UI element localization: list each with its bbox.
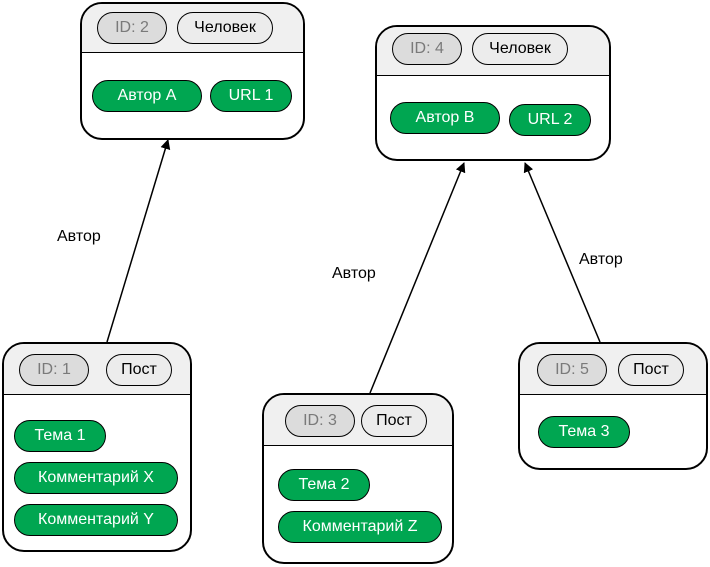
property-pill: URL 1 bbox=[210, 80, 292, 112]
edge-n5-n4 bbox=[523, 162, 601, 343]
node-type-badge: Пост bbox=[361, 405, 427, 437]
node-post-3[interactable]: ID: 3 Пост Тема 2 Комментарий Z bbox=[262, 393, 454, 564]
node-id-badge: ID: 5 bbox=[537, 354, 607, 386]
property-pill: Тема 1 bbox=[14, 420, 106, 452]
property-pill: URL 2 bbox=[509, 104, 591, 136]
node-id-badge: ID: 3 bbox=[285, 405, 355, 437]
property-pill: Тема 3 bbox=[538, 416, 630, 448]
property-pill: Комментарий Y bbox=[14, 504, 178, 536]
node-id-badge: ID: 1 bbox=[19, 354, 89, 386]
node-post-5[interactable]: ID: 5 Пост Тема 3 bbox=[518, 342, 708, 470]
node-person-4[interactable]: ID: 4 Человек Автор B URL 2 bbox=[375, 25, 611, 161]
property-pill: Автор A bbox=[92, 80, 202, 112]
edge-n1-n2 bbox=[106, 139, 171, 343]
edge-label-n1-n2: Автор bbox=[57, 228, 101, 245]
node-type-badge: Пост bbox=[106, 354, 172, 386]
edge-label-n5-n4: Автор bbox=[579, 251, 623, 268]
property-pill: Комментарий X bbox=[14, 462, 178, 494]
node-id-badge: ID: 4 bbox=[392, 33, 462, 65]
node-type-badge: Пост bbox=[618, 354, 684, 386]
property-pill: Комментарий Z bbox=[278, 511, 442, 543]
property-pill: Автор B bbox=[390, 102, 500, 134]
node-type-badge: Человек bbox=[177, 12, 273, 44]
node-post-1[interactable]: ID: 1 Пост Тема 1 Комментарий X Коммента… bbox=[2, 342, 192, 552]
node-person-2[interactable]: ID: 2 Человек Автор A URL 1 bbox=[80, 2, 305, 140]
edge-n3-n4 bbox=[369, 162, 466, 394]
property-pill: Тема 2 bbox=[278, 469, 370, 501]
edge-label-n3-n4: Автор bbox=[332, 265, 376, 282]
node-id-badge: ID: 2 bbox=[97, 12, 167, 44]
node-type-badge: Человек bbox=[472, 33, 568, 65]
